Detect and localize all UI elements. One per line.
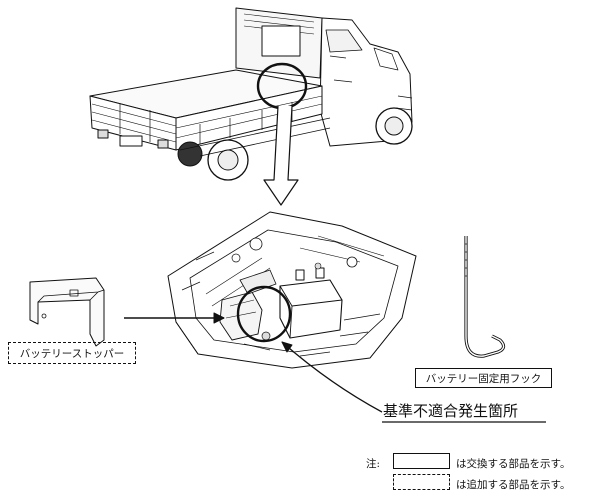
battery-hook-label: バッテリー固定用フック — [415, 368, 552, 388]
defect-arrowhead-icon — [281, 341, 293, 353]
kei-truck-illustration — [89, 7, 413, 181]
defect-leader-line — [281, 341, 383, 413]
battery-stopper-label: バッテリーストッパー — [8, 342, 136, 364]
battery-hook-part — [464, 236, 506, 358]
legend-dashed-box — [393, 474, 450, 490]
legend-added-text: は追加する部品を示す。 — [456, 479, 571, 491]
legend-solid-box — [393, 453, 450, 469]
legend-replaced-text: は交換する部品を示す。 — [456, 458, 571, 470]
engine-bay-illustration — [167, 211, 417, 369]
battery-stopper-part — [29, 277, 105, 347]
legend-note-prefix: 注: — [366, 458, 381, 470]
stopper-arrowhead-icon — [213, 312, 225, 324]
defect-location-label: 基準不適合発生箇所 — [383, 402, 519, 420]
down-arrow-icon — [263, 105, 299, 206]
location-circle-bay — [236, 285, 292, 343]
